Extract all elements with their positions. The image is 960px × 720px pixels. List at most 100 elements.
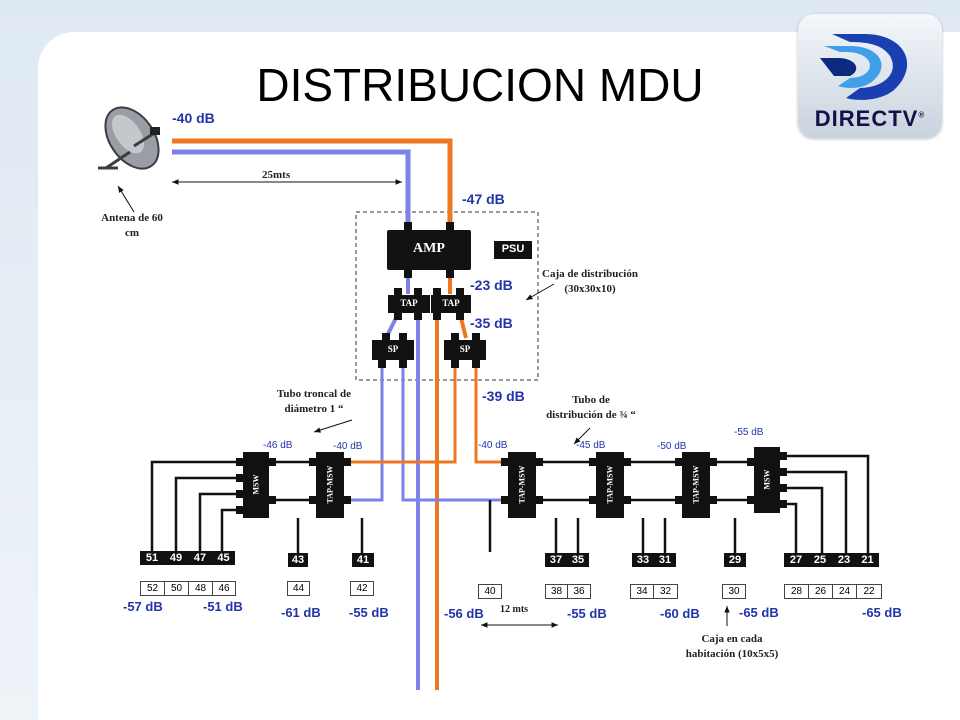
connector-port <box>399 333 407 341</box>
outlet-strip-light: 30 <box>722 584 746 599</box>
level-bottom-8: -65 dB <box>862 605 902 620</box>
tap-left-label: TAP <box>400 298 418 308</box>
directv-logo-text: DIRECTV® <box>814 106 926 131</box>
outlet-strip-light: 42 <box>350 581 374 596</box>
antenna-level: -40 dB <box>172 110 215 126</box>
connector-port <box>414 288 422 296</box>
cable-length-label: 25mts <box>262 169 291 181</box>
outlet-number: 50 <box>165 582 189 595</box>
outlet-strip-light: 28 26 24 22 <box>784 584 882 599</box>
blue-feed-cable <box>172 149 411 228</box>
level-small-5: -55 dB <box>734 427 764 438</box>
amplifier: AMP <box>387 230 471 270</box>
connector-port <box>268 496 276 504</box>
room-spacing-arrow-right-head <box>551 622 558 628</box>
connector-port <box>779 484 787 492</box>
connector-port <box>472 360 480 368</box>
power-supply: PSU <box>494 241 532 259</box>
outlet-number: 47 <box>193 552 207 564</box>
connector-port <box>623 496 631 504</box>
level-small-4: -50 dB <box>657 441 687 452</box>
room-spacing-label: 12 mts <box>500 604 529 615</box>
connector-port <box>589 496 597 504</box>
connector-port <box>404 222 412 230</box>
outlet-strip-dark: 29 <box>724 553 746 567</box>
outlet-drop-cable <box>780 486 824 553</box>
msw-right: MSW <box>754 447 780 513</box>
outlet-drop-cable <box>174 476 243 551</box>
connector-port <box>399 360 407 368</box>
connector-port <box>394 288 402 296</box>
connector-port <box>779 468 787 476</box>
level-bottom-2: -61 dB <box>281 605 321 620</box>
level-small-1: -40 dB <box>333 441 363 452</box>
outlet-strip-dark: 43 <box>288 553 308 567</box>
outlet-number: 52 <box>141 582 165 595</box>
connector-port <box>456 312 464 320</box>
level-bottom-1: -51 dB <box>203 599 243 614</box>
outlet-number: 40 <box>484 586 496 597</box>
tap-msw-2-label: TAP-MSW <box>517 465 527 504</box>
msw-right-label: MSW <box>762 469 772 490</box>
level-bottom-7: -65 dB <box>739 605 779 620</box>
outlet-strip-light: 52 50 48 46 <box>140 581 236 596</box>
trunk-tube-note: Tubo troncal de diámetro 1 “ <box>277 388 351 415</box>
connector-port <box>446 270 454 278</box>
level-small-0: -46 dB <box>263 440 293 451</box>
outlet-drop-cable <box>780 470 848 553</box>
outlet-number: 35 <box>571 554 585 566</box>
connector-port <box>236 506 244 514</box>
blue-branch-right <box>401 362 508 502</box>
splitter-right: SP <box>444 340 486 360</box>
blue-branch-left <box>344 362 384 502</box>
connector-port <box>501 458 509 466</box>
connector-port <box>451 333 459 341</box>
connector-port <box>382 333 390 341</box>
slide-background <box>38 32 960 720</box>
satellite-dish-icon <box>98 106 160 170</box>
level-bottom-5: -55 dB <box>567 606 607 621</box>
splitter-left: SP <box>372 340 414 360</box>
outlet-strip-dark: 33 31 <box>632 553 676 567</box>
outlet-strip-dark: 27 25 23 21 <box>784 553 879 567</box>
tap-right-label: TAP <box>442 298 460 308</box>
msw-left-label: MSW <box>251 474 261 495</box>
outlet-number: 29 <box>728 554 742 566</box>
outlet-drop-cable <box>198 492 243 551</box>
outlet-strip-light: 40 <box>478 584 502 599</box>
tap-msw-3: TAP-MSW <box>596 452 624 518</box>
cable-length-arrow-left-head <box>172 179 179 185</box>
outlet-number: 51 <box>145 552 159 564</box>
directv-logo-mark <box>820 34 908 100</box>
outlet-number: 30 <box>728 586 740 597</box>
outlet-drop-cable <box>220 508 243 551</box>
connector-port <box>535 496 543 504</box>
splitter-right-label: SP <box>459 344 471 354</box>
outlet-drop-cable <box>780 502 798 553</box>
orange-branch-right <box>474 362 508 464</box>
tap-msw-2: TAP-MSW <box>508 452 536 518</box>
connector-port <box>779 500 787 508</box>
tap-right: TAP <box>431 295 471 313</box>
outlet-number: 22 <box>863 586 875 597</box>
connector-port <box>501 496 509 504</box>
outlet-number: 27 <box>789 554 803 566</box>
connector-port <box>456 288 464 296</box>
outlet-strip-light: 44 <box>287 581 310 596</box>
connector-port <box>309 458 317 466</box>
distribution-box-note: Caja de distribución (30x30x10) <box>542 268 638 295</box>
connector-port <box>378 360 386 368</box>
connector-port <box>343 496 351 504</box>
outlet-strip-dark: 51 49 47 45 <box>140 551 235 565</box>
connector-port <box>675 458 683 466</box>
tap-msw-1: TAP-MSW <box>316 452 344 518</box>
antenna-pointer-arrow-head <box>118 186 124 193</box>
page-title: DISTRIBUCION MDU <box>256 59 704 111</box>
outlet-number: 23 <box>837 554 851 566</box>
connector-port <box>404 270 412 278</box>
outlet-number: 31 <box>658 554 672 566</box>
level-bottom-6: -60 dB <box>660 606 700 621</box>
outlet-number: 49 <box>169 552 183 564</box>
trunk-tube-pointer-arrow-head <box>314 427 321 433</box>
tap-msw-4-label: TAP-MSW <box>691 465 701 504</box>
